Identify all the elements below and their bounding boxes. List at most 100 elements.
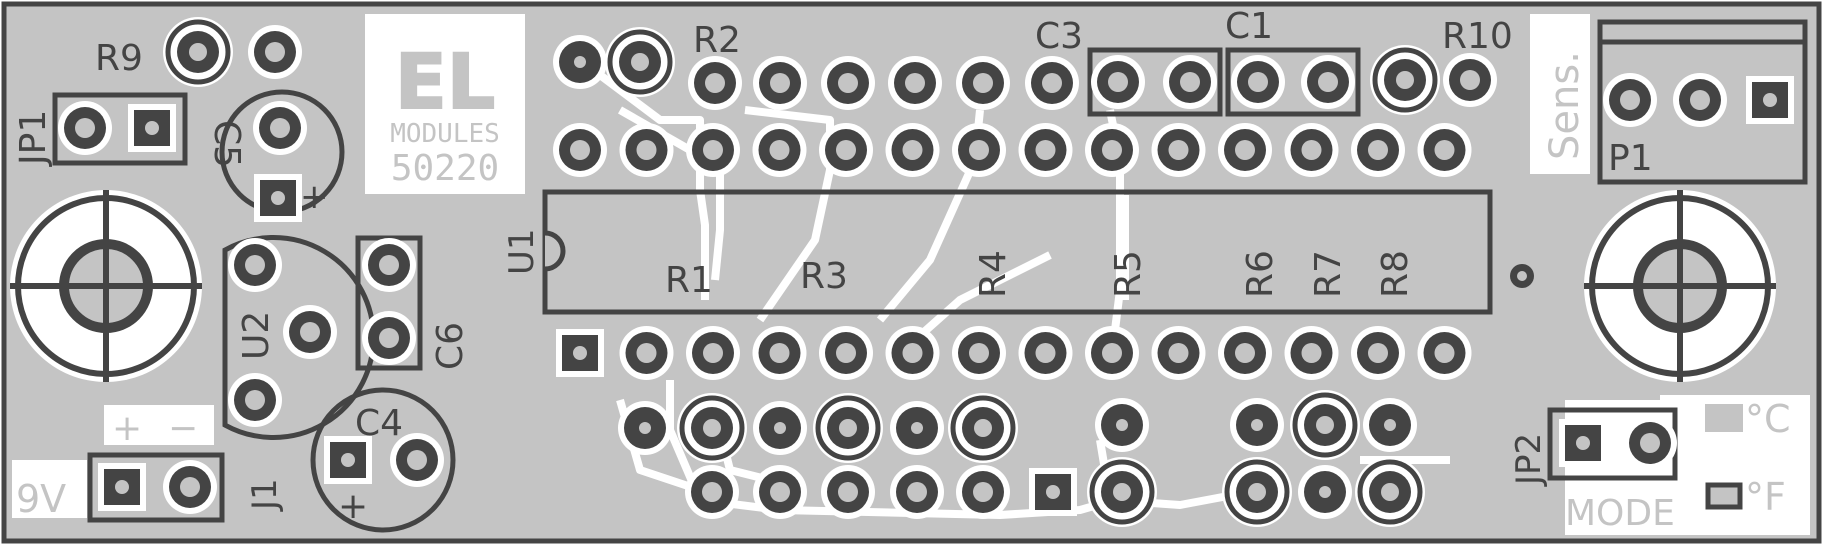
c1-outline <box>1225 47 1361 117</box>
label-sens: Sens. <box>1542 51 1588 160</box>
label-r9: R9 <box>95 38 143 79</box>
u2-pad <box>283 305 337 359</box>
mounting-hole-left <box>10 190 202 382</box>
u1-pad <box>1085 326 1139 380</box>
c1-pad <box>1231 55 1285 109</box>
c6-pad <box>362 311 416 365</box>
logo: EL MODULES 50220 <box>365 14 525 194</box>
label-j1-plus: + <box>112 408 142 449</box>
c5-pad <box>253 101 307 155</box>
jp2-pad <box>1559 419 1607 467</box>
label-r5: R5 <box>1108 250 1149 298</box>
bottom-row-pad <box>1087 457 1157 527</box>
jp1-pad <box>58 101 112 155</box>
bottom-row-pad <box>1355 457 1425 527</box>
c3-pad <box>1163 55 1217 109</box>
sw-pad <box>1095 398 1149 452</box>
label-r4: R4 <box>973 250 1014 298</box>
sw-pad <box>677 393 747 463</box>
label-9v: 9V <box>16 477 66 521</box>
label-jp2: JP2 <box>1509 433 1549 487</box>
header-row-pad <box>553 123 607 177</box>
component-labels: R9 R2 C3 C1 R10 Sens. P1 JP1 C5 U1 R1 R3… <box>13 6 1791 534</box>
mounting-hole-right <box>1584 190 1776 382</box>
header-row-pad <box>819 123 873 177</box>
r10-pad <box>1370 45 1440 115</box>
r10-pad <box>1443 53 1497 107</box>
label-c6: C6 <box>430 322 471 370</box>
header-row-pad <box>1151 123 1206 177</box>
c1-pad <box>1301 55 1355 109</box>
logo-line1: MODULES <box>390 119 500 149</box>
p1-pad <box>1673 73 1727 127</box>
bottom-row-pad <box>821 465 875 519</box>
u2-pad <box>228 373 282 427</box>
u1-pad <box>1151 326 1206 380</box>
bottom-row-pad <box>890 465 944 519</box>
top-row-pad <box>888 56 942 110</box>
label-j1: J1 <box>245 478 285 512</box>
c3-pad <box>1091 55 1145 109</box>
u1-pad <box>1218 326 1272 380</box>
header-row-pad <box>752 123 807 177</box>
jp2-pad <box>1623 416 1677 470</box>
u1-pad <box>885 326 940 380</box>
header-row-pad <box>1218 123 1272 177</box>
sw-pad <box>753 401 807 455</box>
top-row-pad <box>956 56 1010 110</box>
sw-pad <box>618 401 672 455</box>
u1-pad <box>819 326 873 380</box>
sw-pad <box>1230 398 1284 452</box>
u1-pad <box>556 329 604 377</box>
bottom-row-pad <box>753 465 807 519</box>
top-row-pad <box>821 56 875 110</box>
label-r2: R2 <box>693 20 741 61</box>
c3-outline <box>1087 47 1223 117</box>
label-jp1: JP1 <box>13 110 54 167</box>
via <box>1510 264 1534 288</box>
header-row-pad <box>1085 123 1139 177</box>
u1-pad <box>952 326 1006 380</box>
r9-pad <box>163 17 233 87</box>
u1-pad <box>1417 326 1472 380</box>
u1-pad <box>752 326 807 380</box>
label-c3: C3 <box>1035 16 1083 57</box>
top-row-pad <box>1025 56 1079 110</box>
label-deg-c: °C <box>1745 397 1791 441</box>
label-r3: R3 <box>800 256 848 297</box>
label-u1: U1 <box>502 228 542 275</box>
c4-pad <box>324 436 372 484</box>
label-c4-plus: + <box>338 486 368 527</box>
j1-pad <box>98 463 146 511</box>
c4-outline <box>310 387 456 533</box>
u1-pad <box>1284 326 1339 380</box>
header-row-pad <box>686 123 740 177</box>
label-c1: C1 <box>1225 6 1273 47</box>
r2-pad <box>553 35 607 89</box>
header-row-pad <box>952 123 1006 177</box>
sw-pad <box>890 401 944 455</box>
bottom-row-pad <box>1029 468 1077 516</box>
jp1-pad <box>128 104 176 152</box>
top-row-pad <box>753 56 807 110</box>
pad-group <box>58 17 1794 527</box>
label-mode: MODE <box>1565 493 1675 534</box>
p1-pad <box>1746 76 1794 124</box>
c5-pad <box>254 174 302 222</box>
sw-pad <box>1290 390 1360 460</box>
bottom-row-pad <box>956 465 1010 519</box>
header-row-pad <box>1351 123 1405 177</box>
label-r10: R10 <box>1442 16 1513 57</box>
label-r8: R8 <box>1375 250 1416 298</box>
label-c5-plus: + <box>300 177 329 217</box>
label-r6: R6 <box>1240 250 1281 298</box>
u1-pad <box>1351 326 1405 380</box>
j1-pad <box>163 460 217 514</box>
label-r1: R1 <box>665 260 713 301</box>
j1-outline <box>87 452 225 523</box>
u2-pad <box>228 238 282 292</box>
r2-pad <box>605 27 675 97</box>
label-c5: C5 <box>206 120 247 168</box>
u1-pad <box>1018 326 1073 380</box>
